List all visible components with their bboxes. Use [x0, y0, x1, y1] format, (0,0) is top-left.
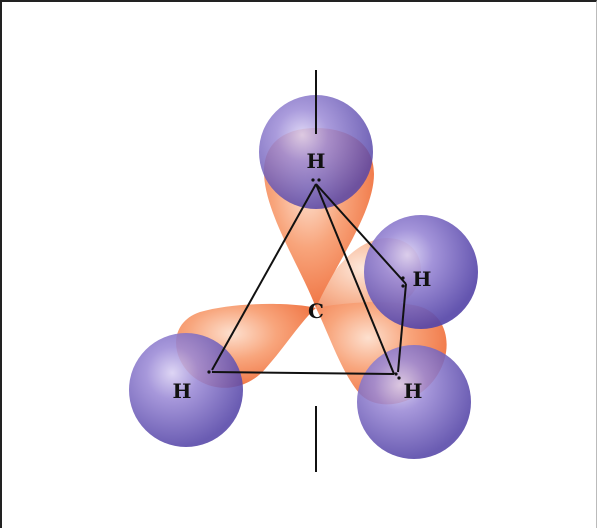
- edge-back-right-bottom-right: [397, 283, 407, 373]
- hydrogen-label-bottom-right: H: [404, 379, 423, 403]
- edge-top-bottom-right: [315, 183, 395, 375]
- edge-bottom-left-bottom-right: [211, 371, 395, 375]
- electron-dots: [207, 178, 405, 380]
- carbon-label: C: [308, 299, 324, 323]
- hydrogen-sphere-top: [259, 95, 373, 209]
- hydrogen-label-bottom-left: H: [173, 379, 192, 403]
- edge-top-bottom-left: [211, 183, 317, 371]
- hydrogen-sphere-back-right: [364, 215, 478, 329]
- edge-top-back-right: [315, 183, 407, 285]
- hydrogen-label-back-right: H: [413, 267, 432, 291]
- tetrahedron-edges: [211, 183, 407, 375]
- hydrogen-sphere-bottom-left: [129, 333, 243, 447]
- hydrogen-label-top: H: [307, 149, 326, 173]
